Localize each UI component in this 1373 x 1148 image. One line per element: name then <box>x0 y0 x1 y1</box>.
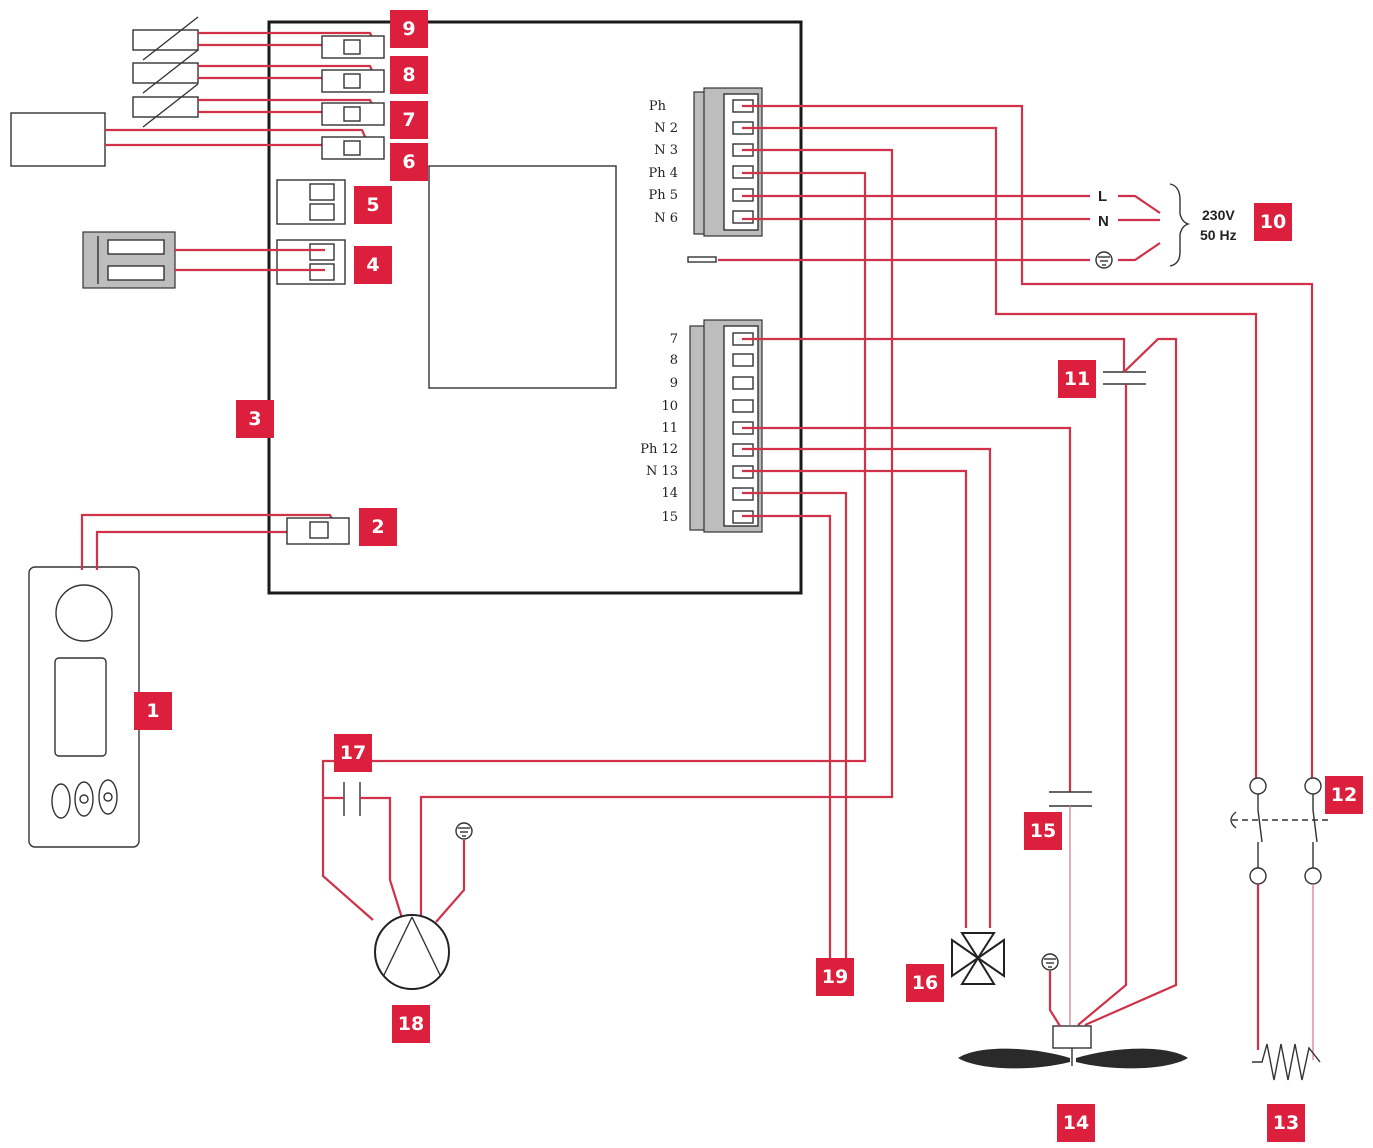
badge-18: 18 <box>392 1005 430 1043</box>
badge-9: 9 <box>390 10 428 48</box>
terminal-label: 9 <box>670 376 678 391</box>
mains-label-l: L <box>1098 188 1107 205</box>
capacitor-icon <box>1049 791 1092 807</box>
svg-text:11: 11 <box>1064 368 1090 390</box>
terminal-label: Ph 12 <box>640 442 678 457</box>
terminal-label: 8 <box>670 353 678 368</box>
sensor-probes <box>10 16 199 167</box>
terminal-label: N 3 <box>654 143 678 158</box>
svg-text:18: 18 <box>398 1013 424 1035</box>
badge-15: 15 <box>1024 812 1062 850</box>
badge-19: 19 <box>816 958 854 996</box>
terminal-block-bottom <box>689 319 763 533</box>
valve-icon <box>951 932 1005 985</box>
terminal-label: Ph 5 <box>648 188 678 203</box>
badge-8: 8 <box>390 56 428 94</box>
badge-13: 13 <box>1267 1104 1305 1142</box>
terminal-label: N 6 <box>654 211 678 226</box>
terminal-label: Ph 4 <box>648 166 678 181</box>
svg-text:1: 1 <box>146 700 159 722</box>
bottom-terminal-wires <box>742 337 1126 965</box>
connector-5 <box>276 179 346 225</box>
terminal-label: Ph <box>649 99 667 114</box>
badge-3: 3 <box>236 400 274 438</box>
ground-icon <box>1041 953 1059 971</box>
svg-text:16: 16 <box>912 972 938 994</box>
fan-icon <box>958 1025 1188 1069</box>
terminal-label: N 2 <box>654 121 678 136</box>
terminal-block-top <box>693 87 763 237</box>
badge-12: 12 <box>1325 776 1363 814</box>
svg-text:13: 13 <box>1273 1112 1299 1134</box>
terminal-label: 14 <box>661 486 678 501</box>
svg-text:10: 10 <box>1260 211 1286 233</box>
terminal-label: 10 <box>661 399 678 414</box>
badge-4: 4 <box>354 246 392 284</box>
badge-6: 6 <box>390 143 428 181</box>
top-terminal-wires <box>321 104 1314 918</box>
badge-2: 2 <box>359 508 397 546</box>
svg-text:15: 15 <box>1030 820 1056 842</box>
svg-text:6: 6 <box>402 151 415 173</box>
terminal-label: 11 <box>661 421 678 436</box>
svg-text:2: 2 <box>371 516 384 538</box>
connector-2 <box>286 517 350 545</box>
badge-1: 1 <box>134 692 172 730</box>
inner-module <box>428 165 617 389</box>
svg-text:4: 4 <box>366 254 379 276</box>
badge-11: 11 <box>1058 360 1096 398</box>
svg-text:5: 5 <box>366 194 379 216</box>
supply-frequency: 50 Hz <box>1200 227 1237 243</box>
badge-14: 14 <box>1057 1104 1095 1142</box>
svg-text:14: 14 <box>1063 1112 1089 1134</box>
sensor-connectors <box>321 35 385 160</box>
connector-4 <box>276 239 346 285</box>
svg-text:9: 9 <box>402 18 415 40</box>
supply-voltage: 230V <box>1202 207 1235 223</box>
module-4-device <box>82 231 176 289</box>
terminal-label: N 13 <box>646 464 678 479</box>
badge-7: 7 <box>390 101 428 139</box>
ground-icon <box>1095 251 1113 269</box>
capacitor-icon <box>343 782 361 816</box>
badge-17: 17 <box>334 734 372 772</box>
badge-16: 16 <box>906 964 944 1002</box>
heater-icon <box>1252 1043 1321 1081</box>
svg-text:7: 7 <box>402 109 415 131</box>
badge-10: 10 <box>1254 203 1292 241</box>
controller-panel-icon <box>28 566 140 848</box>
compressor-icon <box>374 914 450 990</box>
controller-enclosure <box>267 20 803 595</box>
svg-text:12: 12 <box>1331 784 1357 806</box>
svg-text:17: 17 <box>340 742 366 764</box>
mains-label-n: N <box>1098 213 1109 230</box>
terminal-label: 15 <box>661 510 678 525</box>
svg-text:3: 3 <box>248 408 261 430</box>
thermostat-switch-icon <box>1230 777 1330 885</box>
capacitor-icon <box>1103 371 1146 385</box>
terminal-label: 7 <box>670 332 678 347</box>
ground-icon <box>455 822 473 840</box>
badge-5: 5 <box>354 186 392 224</box>
svg-text:19: 19 <box>822 966 848 988</box>
svg-text:8: 8 <box>402 64 415 86</box>
